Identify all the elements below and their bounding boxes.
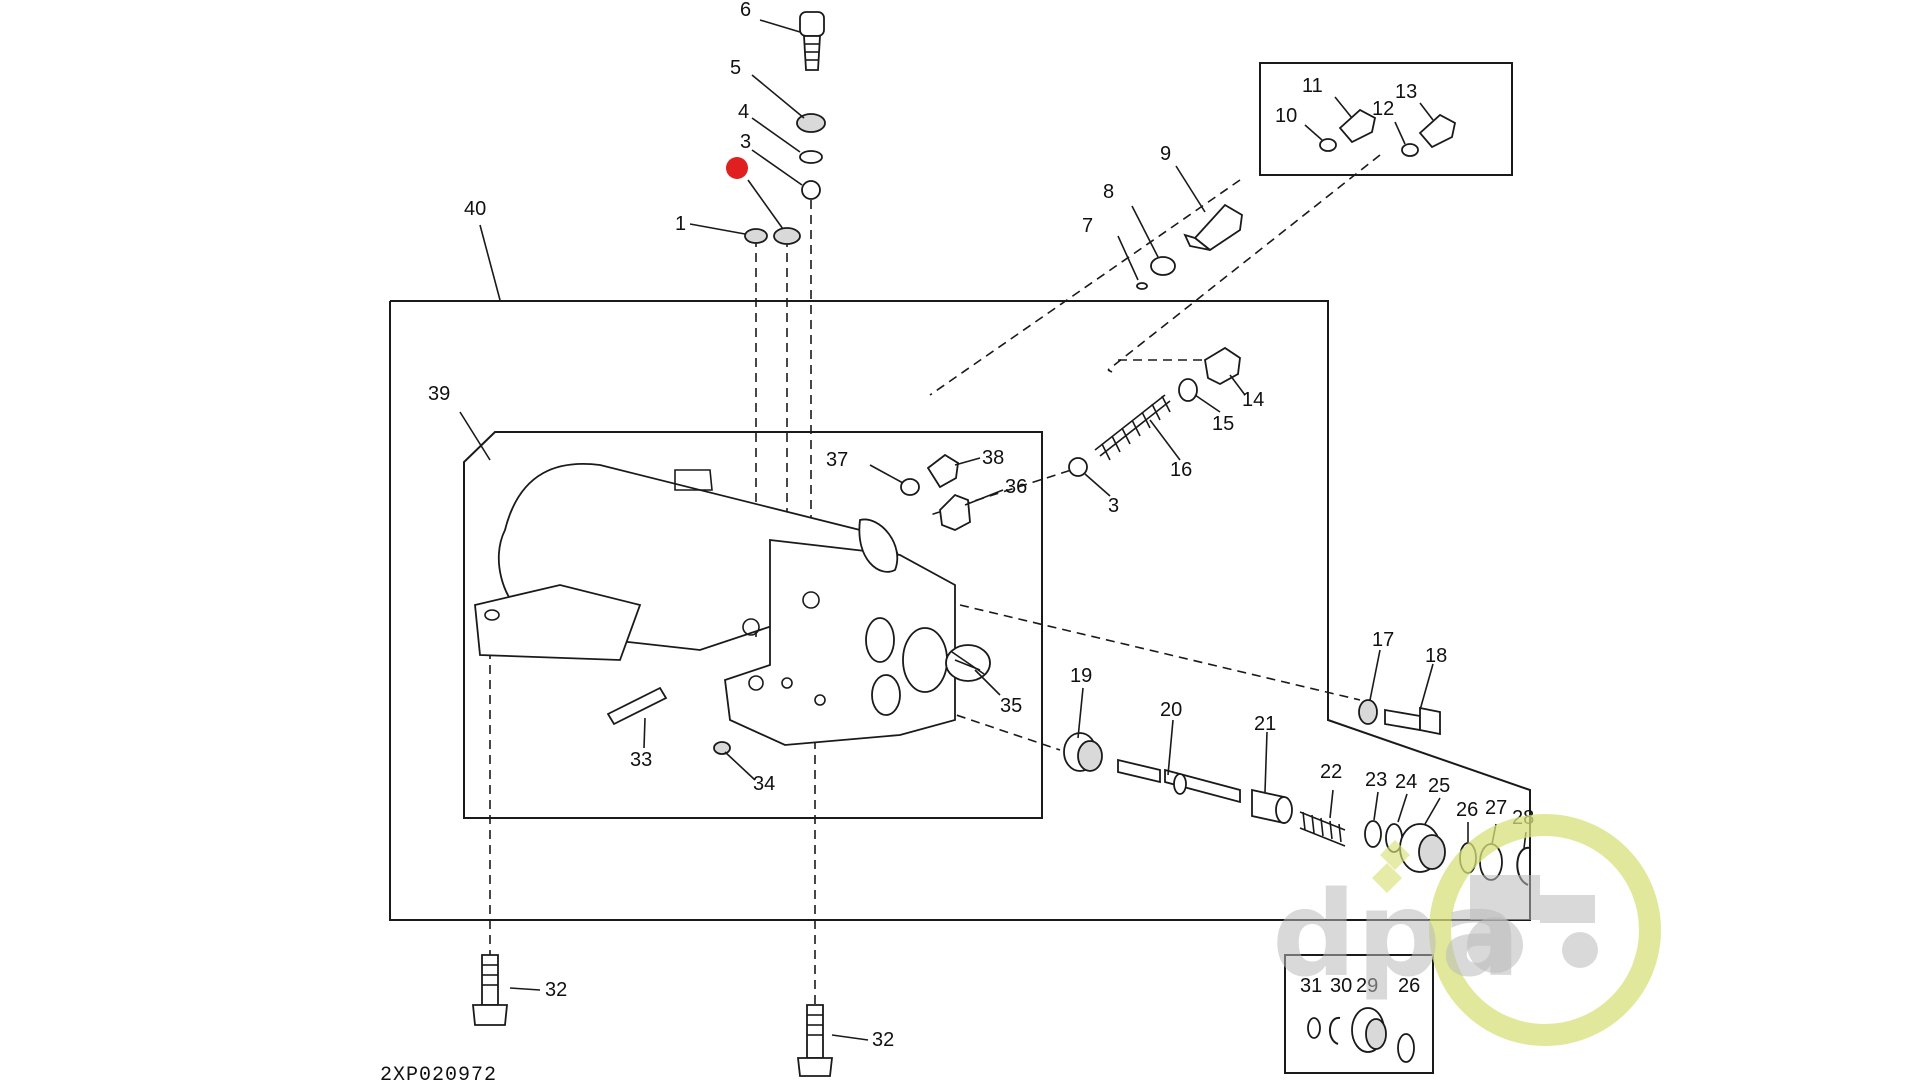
part-9-relief-valve [1183, 203, 1243, 252]
drawing-code: 2XP020972 [380, 1064, 497, 1080]
part-35-spring-plug [945, 644, 991, 682]
part-4-washer [799, 150, 823, 164]
callout-39: 39 [428, 383, 450, 405]
callout-36: 36 [1005, 476, 1027, 498]
part-21-piston [1251, 788, 1293, 825]
callout-33: 33 [630, 749, 652, 771]
callout-32-center: 32 [872, 1029, 894, 1051]
part-34-plug [713, 741, 731, 755]
part-18-plug [1384, 706, 1441, 736]
callout-27: 27 [1485, 797, 1507, 819]
part-20-spool [1117, 758, 1241, 804]
part-10-washer [1319, 138, 1337, 152]
callout-24: 24 [1395, 771, 1417, 793]
callout-25: 25 [1428, 775, 1450, 797]
part-37-washer [900, 478, 920, 496]
part-25-plug [1399, 823, 1446, 873]
part-19-sleeve [1063, 732, 1103, 772]
inset-frame-bottom [1284, 954, 1434, 1074]
inset-frame-top [1259, 62, 1513, 176]
wheat-icon [1372, 840, 1410, 893]
watermark: dpa [1272, 814, 1661, 1046]
callout-20: 20 [1160, 699, 1182, 721]
callout-22: 22 [1320, 761, 1342, 783]
part-32-bolt-center [796, 1004, 834, 1077]
part-32-bolt-left [472, 954, 508, 1026]
part-7-o-ring [1136, 282, 1148, 290]
housing-subassembly-frame [463, 431, 1043, 819]
part-23-washer [1364, 820, 1382, 848]
part-11-plug [1338, 108, 1377, 144]
callout-8: 8 [1103, 181, 1114, 203]
part-2-seal [773, 227, 801, 245]
part-5-nut [796, 113, 826, 133]
callout-labels: 6 5 4 3 1 40 39 7 8 9 10 11 12 13 14 15 … [428, 0, 1534, 1051]
callout-4: 4 [738, 101, 749, 123]
housing-assembly-frame [389, 300, 1531, 921]
part-15-o-ring [1178, 378, 1198, 402]
callout-18: 18 [1425, 645, 1447, 667]
callout-14: 14 [1242, 389, 1264, 411]
part-26-o-ring-inset [1397, 1033, 1415, 1063]
callout-13: 13 [1395, 81, 1417, 103]
part-17-o-ring [1358, 699, 1378, 725]
callout-26: 26 [1456, 799, 1478, 821]
callout-29: 29 [1356, 975, 1378, 997]
part-38-plug [926, 453, 959, 489]
part-36-cartridge [939, 493, 971, 531]
part-29-piston [1351, 1007, 1387, 1053]
part-33-fitting [606, 686, 668, 726]
valve-housing [474, 463, 956, 746]
callout-32-left: 32 [545, 979, 567, 1001]
part-3-ball-right [1068, 457, 1088, 477]
part-1-seal [744, 228, 768, 244]
callout-3-top: 3 [740, 131, 751, 153]
callout-6: 6 [740, 0, 751, 21]
part-13-plug [1418, 113, 1457, 149]
callout-31: 31 [1300, 975, 1322, 997]
callout-17: 17 [1372, 629, 1394, 651]
part-30-snap-ring [1329, 1016, 1341, 1045]
leader-lines [459, 19, 1527, 1041]
callout-40: 40 [464, 198, 486, 220]
callout-12: 12 [1372, 98, 1394, 120]
callout-37: 37 [826, 449, 848, 471]
callout-35: 35 [1000, 695, 1022, 717]
callout-26-inset: 26 [1398, 975, 1420, 997]
callout-5: 5 [730, 57, 741, 79]
callout-23: 23 [1365, 769, 1387, 791]
part-6-banjo-bolt [799, 11, 825, 71]
part-31-o-ring [1307, 1017, 1321, 1039]
callout-19: 19 [1070, 665, 1092, 687]
callout-34: 34 [753, 773, 775, 795]
part-14-plug [1204, 346, 1241, 386]
callout-30: 30 [1330, 975, 1352, 997]
part-16-spring [1094, 394, 1171, 461]
part-3-ball-top [801, 180, 821, 200]
part-22-spring [1299, 811, 1346, 847]
callout-1: 1 [675, 213, 686, 235]
tractor-icon [1467, 875, 1598, 973]
callout-21: 21 [1254, 713, 1276, 735]
callout-3-right: 3 [1108, 495, 1119, 517]
callout-9: 9 [1160, 143, 1171, 165]
callout-11: 11 [1302, 75, 1323, 97]
highlight-marker [726, 157, 748, 179]
callout-38: 38 [982, 447, 1004, 469]
callout-10: 10 [1275, 105, 1297, 127]
part-8-washer [1150, 256, 1176, 276]
part-12-washer [1401, 143, 1419, 157]
callout-7: 7 [1082, 215, 1093, 237]
callout-15: 15 [1212, 413, 1234, 435]
callout-16: 16 [1170, 459, 1192, 481]
